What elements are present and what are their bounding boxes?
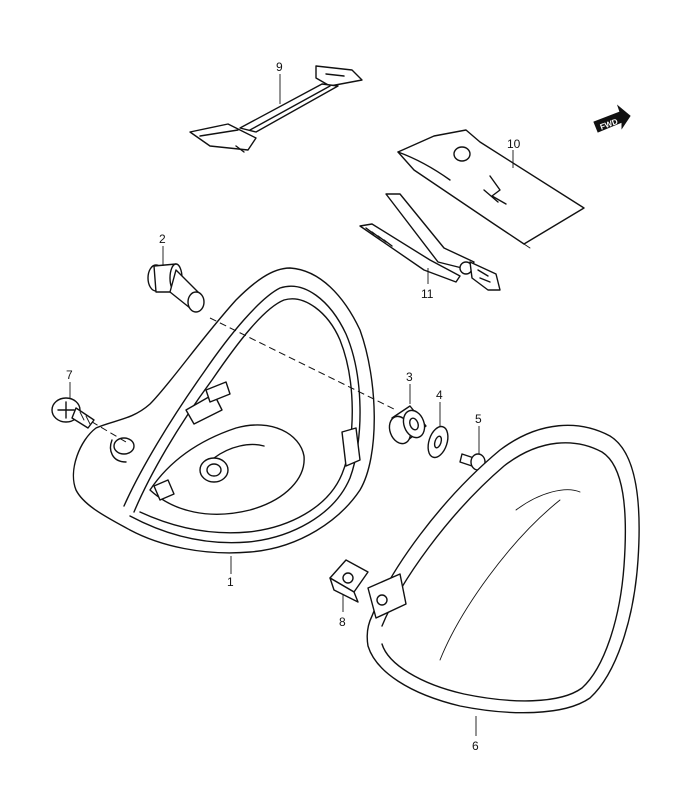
part-2-grommet — [147, 263, 205, 313]
callout-9: 9 — [276, 60, 283, 74]
callout-2: 2 — [159, 232, 166, 246]
callout-10: 10 — [507, 137, 521, 151]
alignment-line-2-3 — [209, 317, 397, 411]
alignment-line-7 — [81, 415, 127, 443]
part-6-headlight-cover — [366, 424, 640, 714]
callout-1: 1 — [227, 575, 234, 589]
callout-7: 7 — [66, 368, 73, 382]
part-4-washer — [427, 425, 449, 459]
callout-8: 8 — [339, 615, 346, 629]
part-9-strap — [189, 65, 363, 153]
part-10-tool-bag — [397, 129, 585, 249]
part-11-pliers — [359, 193, 501, 291]
part-7-screw — [51, 397, 95, 429]
callout-labels: 9 10 11 2 7 3 4 5 1 8 6 — [66, 60, 521, 753]
callout-5: 5 — [475, 412, 482, 426]
part-1-headlight-housing — [72, 267, 375, 554]
callout-4: 4 — [436, 388, 443, 402]
forward-arrow-icon: FWD — [593, 104, 631, 133]
callout-6: 6 — [472, 739, 479, 753]
part-8-nut-clip — [329, 559, 369, 603]
callout-3: 3 — [406, 370, 413, 384]
part-3-rubber-grommet — [388, 405, 427, 445]
callout-11: 11 — [421, 287, 434, 301]
leader-lines — [69, 74, 514, 736]
